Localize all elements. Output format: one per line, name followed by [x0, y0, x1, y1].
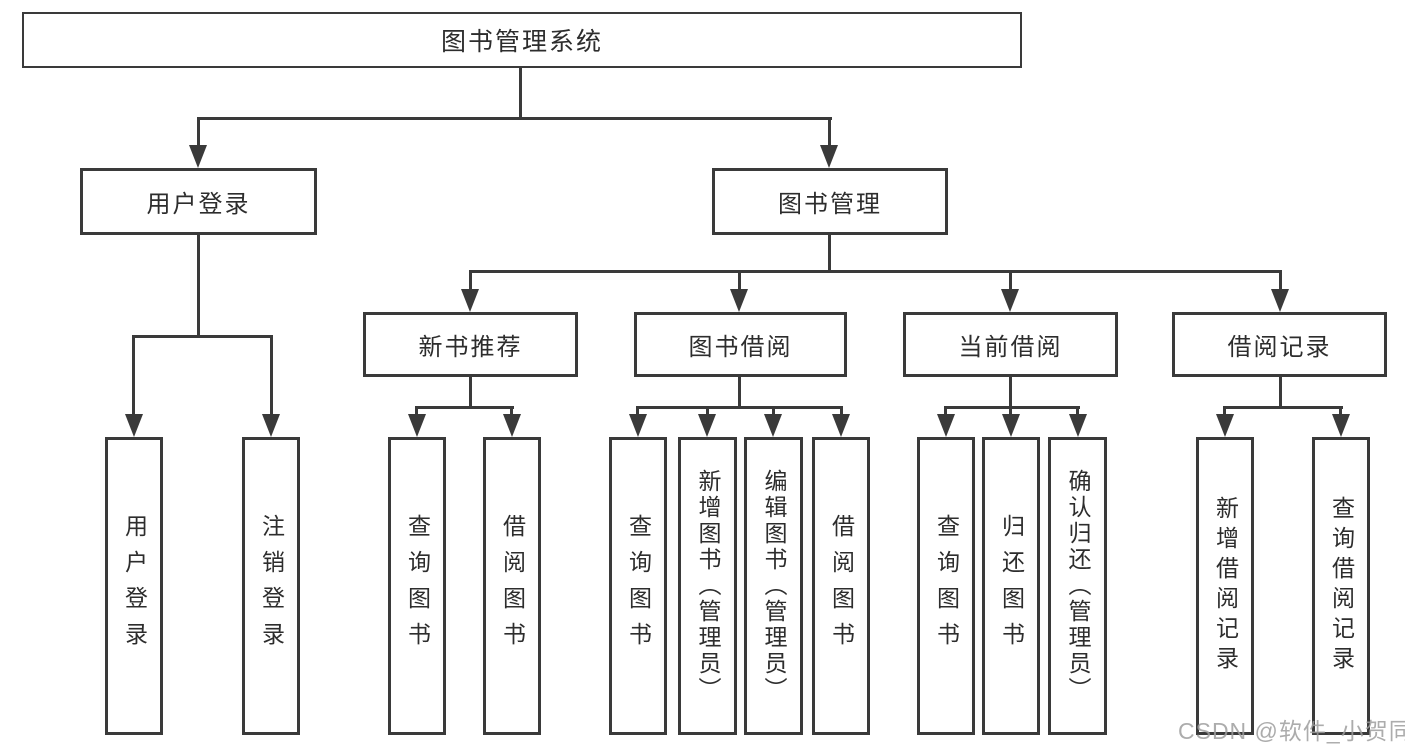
arrowhead-down-book-borrow [730, 289, 748, 312]
arrowhead-down-leaf-user-login [125, 414, 143, 437]
connector-new-book-rec-split [415, 406, 514, 409]
node-leaf-br-query: 查询借阅记录 [1312, 437, 1370, 735]
node-current-borrow: 当前借阅 [903, 312, 1118, 377]
connector-to-leaf-br-add [1223, 406, 1226, 417]
node-book-borrow: 图书借阅 [634, 312, 847, 377]
connector-to-leaf-logout [270, 335, 273, 418]
arrowhead-down-leaf-rec-borrow [503, 414, 521, 437]
connector-to-book-mgmt [828, 117, 831, 150]
arrowhead-down-leaf-bb-edit [764, 414, 782, 437]
node-leaf-bb-add: 新增图书（管理员） [678, 437, 737, 735]
node-book-mgmt-label: 图书管理 [778, 191, 882, 218]
connector-to-leaf-cb-confirm [1076, 406, 1079, 417]
node-leaf-cb-query-label: 查询图书 [933, 514, 960, 658]
connector-root-stem [519, 66, 522, 119]
node-user-login-label: 用户登录 [146, 191, 251, 218]
node-leaf-cb-return: 归还图书 [982, 437, 1040, 735]
node-leaf-user-login-label: 用户登录 [121, 514, 148, 658]
arrowhead-down-leaf-bb-query [629, 414, 647, 437]
node-leaf-cb-confirm: 确认归还（管理员） [1048, 437, 1107, 735]
node-leaf-bb-query: 查询图书 [609, 437, 667, 735]
csdn-watermark: CSDN @软件_小贺同学 [1178, 718, 1405, 744]
node-leaf-br-add: 新增借阅记录 [1196, 437, 1254, 735]
connector-to-leaf-rec-query [415, 406, 418, 417]
arrowhead-down-leaf-cb-return [1002, 414, 1020, 437]
arrowhead-down-leaf-br-add [1216, 414, 1234, 437]
connector-current-borrow-split [944, 406, 1080, 409]
connector-book-borrow-split [636, 406, 843, 409]
connector-to-user-login [197, 117, 200, 150]
arrowhead-down-new-book-rec [461, 289, 479, 312]
arrowhead-down-leaf-cb-confirm [1069, 414, 1087, 437]
arrowhead-down-leaf-logout [262, 414, 280, 437]
node-leaf-cb-query: 查询图书 [917, 437, 975, 735]
node-leaf-bb-edit-label: 编辑图书（管理员） [761, 469, 787, 703]
node-leaf-logout-label: 注销登录 [258, 514, 285, 658]
connector-user-login-stem [197, 234, 200, 338]
arrowhead-down-leaf-bb-borrow [832, 414, 850, 437]
node-leaf-br-add-label: 新增借阅记录 [1212, 496, 1239, 676]
connector-user-login-split [132, 335, 273, 338]
connector-borrow-record-stem [1279, 376, 1282, 409]
node-leaf-cb-confirm-label: 确认归还（管理员） [1065, 469, 1091, 703]
node-book-mgmt: 图书管理 [712, 168, 948, 235]
connector-to-leaf-bb-borrow [840, 406, 843, 417]
node-leaf-rec-borrow: 借阅图书 [483, 437, 541, 735]
node-borrow-record-label: 借阅记录 [1227, 334, 1332, 361]
connector-to-leaf-br-query [1339, 406, 1342, 417]
arrowhead-down-current-borrow [1001, 289, 1019, 312]
node-leaf-br-query-label: 查询借阅记录 [1328, 496, 1355, 676]
node-leaf-bb-edit: 编辑图书（管理员） [744, 437, 803, 735]
arrowhead-down-leaf-rec-query [408, 414, 426, 437]
connector-to-leaf-rec-borrow [510, 406, 513, 417]
node-leaf-user-login: 用户登录 [105, 437, 163, 735]
node-user-login: 用户登录 [80, 168, 317, 235]
connector-level3-split [469, 270, 1282, 273]
connector-new-book-rec-stem [469, 376, 472, 409]
node-current-borrow-label: 当前借阅 [958, 334, 1063, 361]
node-leaf-rec-query: 查询图书 [388, 437, 446, 735]
connector-to-current-borrow [1009, 270, 1012, 294]
connector-to-leaf-bb-add [706, 406, 709, 417]
arrowhead-down-book-mgmt [820, 145, 838, 168]
node-borrow-record: 借阅记录 [1172, 312, 1387, 377]
connector-to-leaf-bb-edit [772, 406, 775, 417]
connector-book-mgmt-stem [828, 234, 831, 273]
connector-book-borrow-stem [738, 376, 741, 409]
node-new-book-rec-label: 新书推荐 [418, 334, 523, 361]
connector-level2-split [197, 117, 832, 120]
connector-to-leaf-user-login [132, 335, 135, 418]
connector-to-new-book-rec [469, 270, 472, 294]
connector-borrow-record-split [1223, 406, 1343, 409]
arrowhead-down-leaf-cb-query [937, 414, 955, 437]
node-book-borrow-label: 图书借阅 [688, 334, 793, 361]
connector-to-borrow-record [1279, 270, 1282, 294]
connector-current-borrow-stem [1009, 376, 1012, 409]
arrowhead-down-user-login [189, 145, 207, 168]
node-leaf-bb-borrow: 借阅图书 [812, 437, 870, 735]
node-root: 图书管理系统 [22, 12, 1022, 68]
node-leaf-bb-add-label: 新增图书（管理员） [695, 469, 721, 703]
connector-to-leaf-cb-return [1009, 406, 1012, 417]
arrowhead-down-leaf-bb-add [698, 414, 716, 437]
node-leaf-rec-borrow-label: 借阅图书 [499, 514, 526, 658]
node-leaf-rec-query-label: 查询图书 [404, 514, 431, 658]
connector-to-book-borrow [738, 270, 741, 294]
node-leaf-cb-return-label: 归还图书 [998, 514, 1025, 658]
connector-to-leaf-cb-query [944, 406, 947, 417]
node-leaf-logout: 注销登录 [242, 437, 300, 735]
node-leaf-bb-query-label: 查询图书 [625, 514, 652, 658]
node-root-label: 图书管理系统 [440, 28, 603, 56]
connector-to-leaf-bb-query [636, 406, 639, 417]
arrowhead-down-leaf-br-query [1332, 414, 1350, 437]
node-new-book-rec: 新书推荐 [363, 312, 578, 377]
node-leaf-bb-borrow-label: 借阅图书 [828, 514, 855, 658]
arrowhead-down-borrow-record [1271, 289, 1289, 312]
